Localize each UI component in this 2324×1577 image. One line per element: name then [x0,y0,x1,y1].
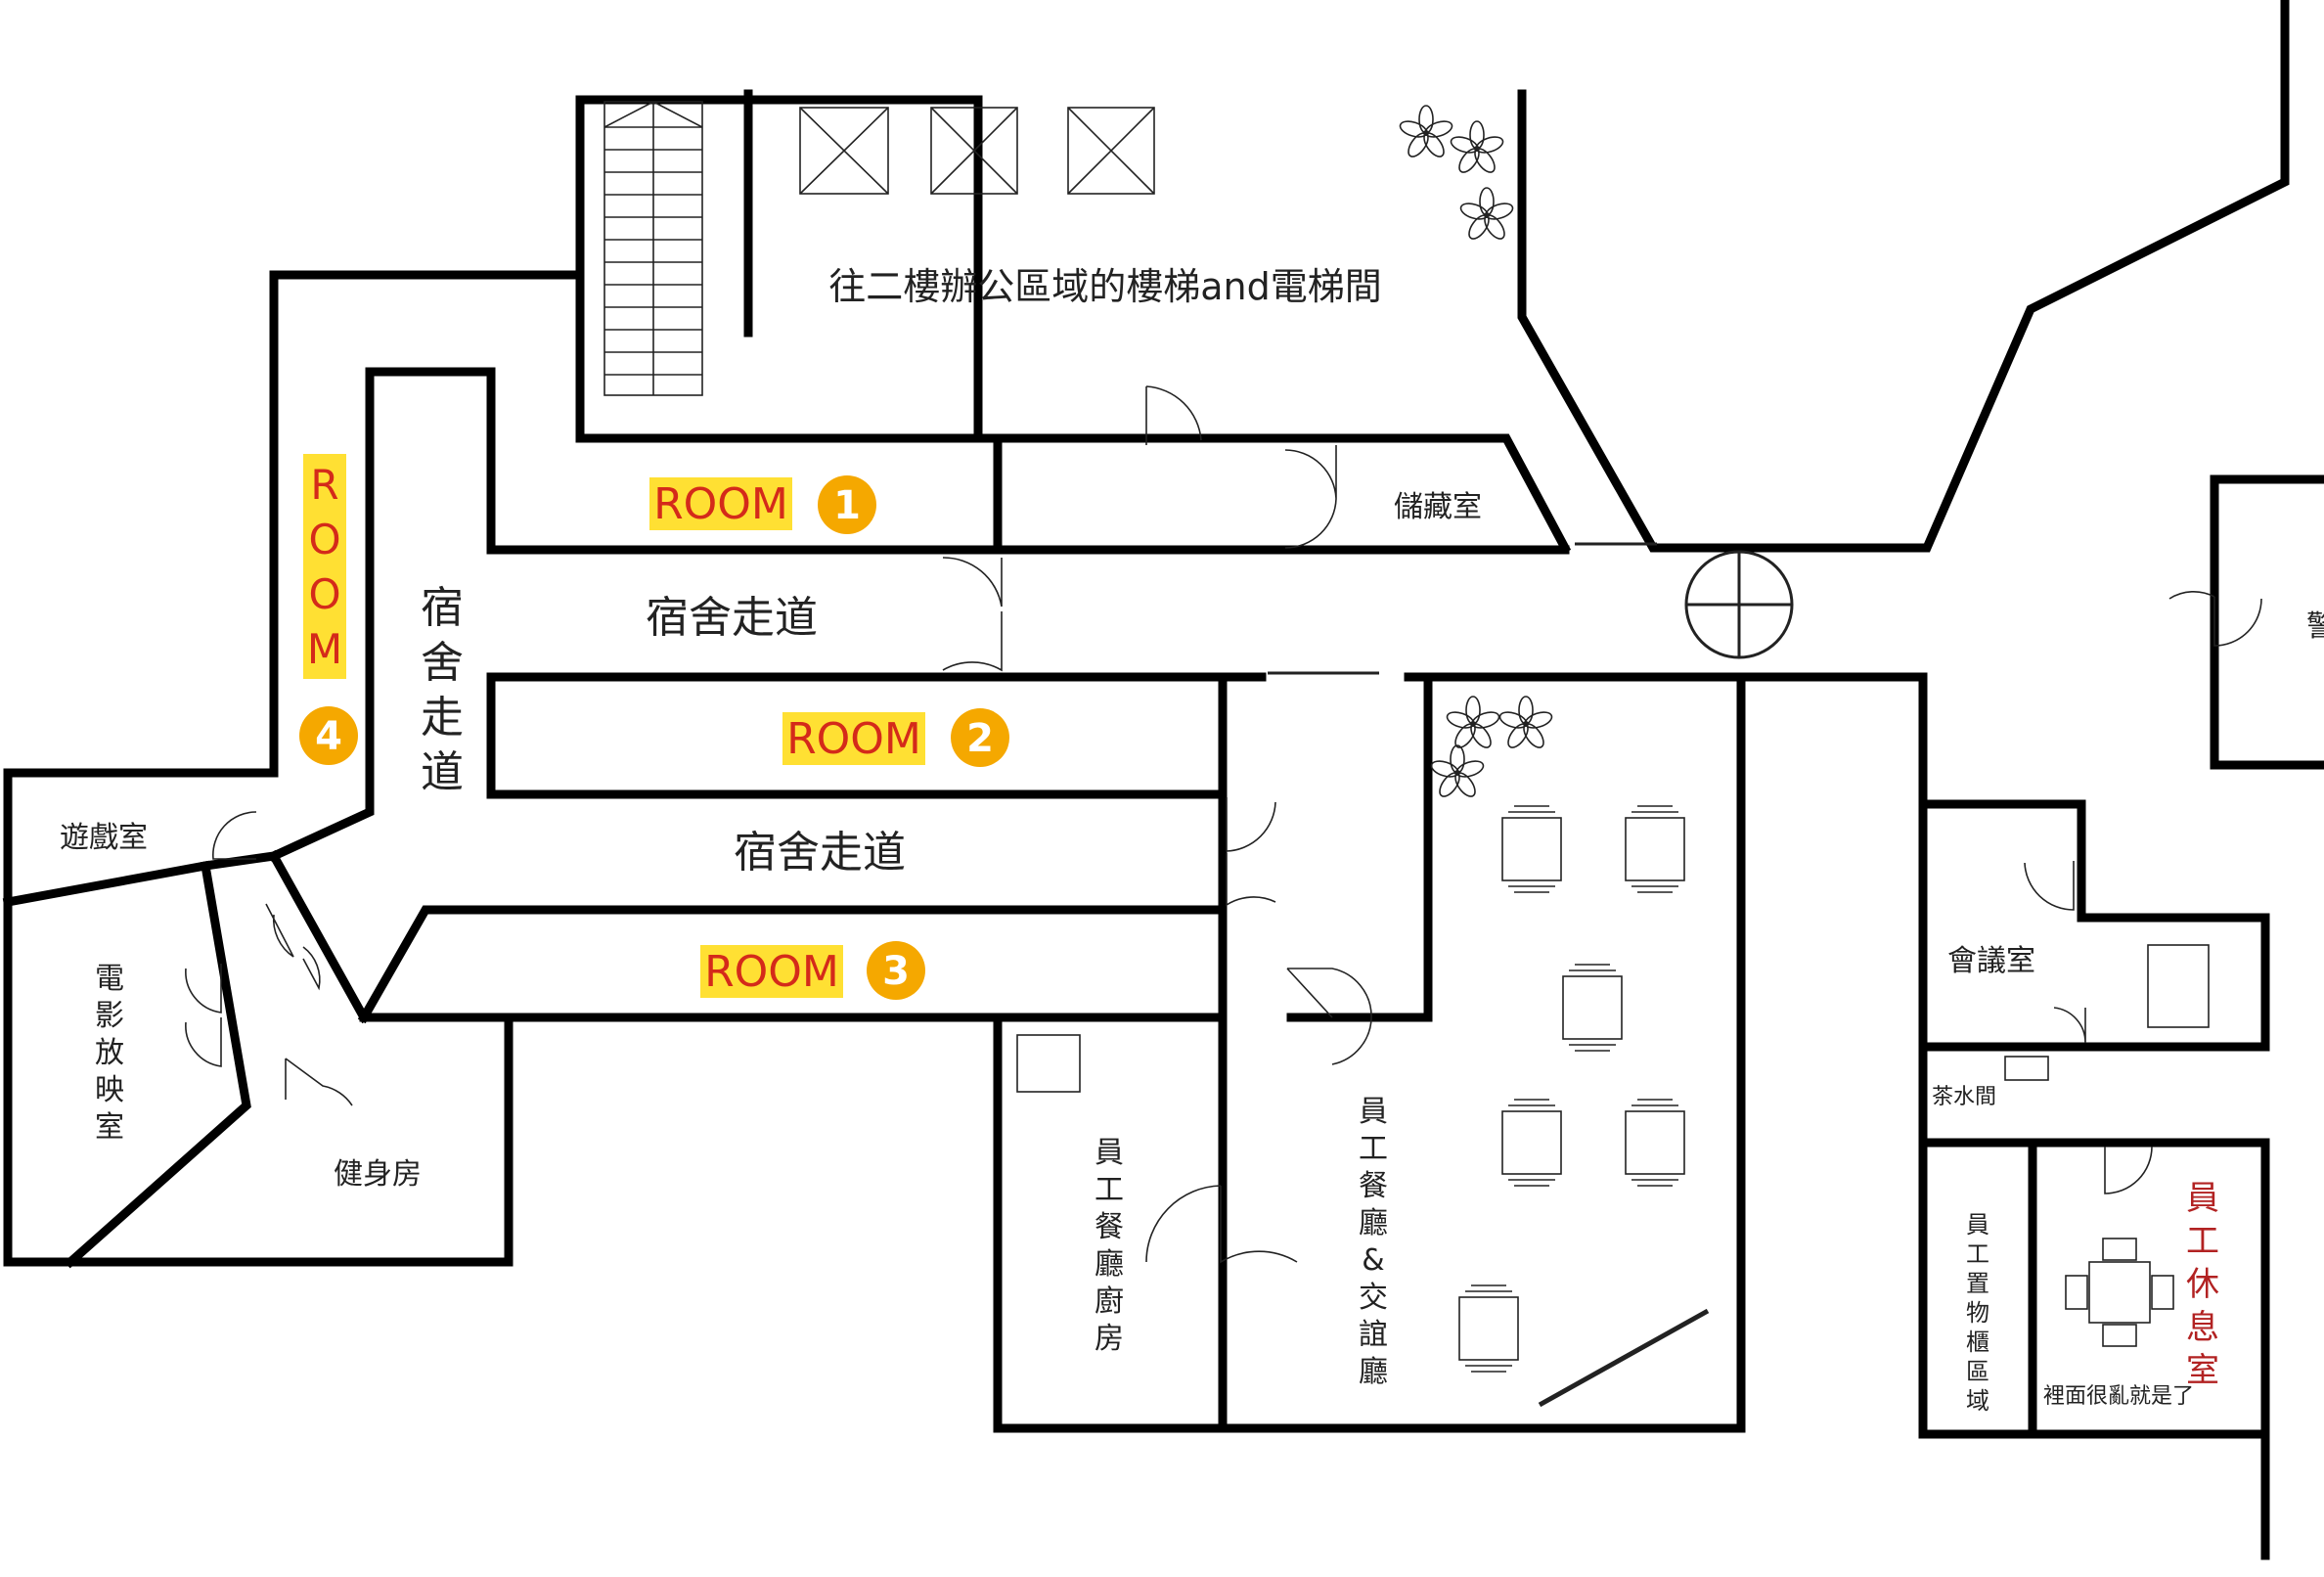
lounge-walls [1918,1138,2270,1560]
room4-outer-wall [269,270,585,778]
stairs-icon [603,101,703,396]
door-icon [285,1058,353,1106]
counter-icon [1538,1308,1710,1408]
cinema-wall [64,860,251,1269]
appliance-icon [1016,1034,1081,1093]
room1-top-wall [575,433,1572,555]
corridor-label: 宿舍走道 [646,593,818,643]
table-icon [1501,1099,1562,1187]
dining-furniture [1016,805,2210,1408]
plant-icon [1444,696,1502,752]
meeting-table-icon [2147,944,2210,1028]
room-3-number: 3 [882,949,910,994]
kitchen-label: 員工餐廳廚房 [1095,1136,1124,1356]
plants [1397,105,1555,801]
room-3-marker: ROOM 3 [700,941,925,1000]
door-icon [1286,968,1372,1065]
door-icon [1145,385,1202,445]
table-icon [1458,1284,1519,1373]
pantry-label: 茶水間 [1932,1085,1996,1109]
revolving-door-icon[interactable] [1684,550,1794,659]
plant-icon [1457,187,1516,244]
locker-area-label: 員工置物櫃區域 [1966,1211,1989,1415]
kitchen-walls [993,672,1228,1433]
room-2-marker: ROOM 2 [782,708,1009,767]
door-icon [265,903,321,991]
table-icon [1625,805,1685,893]
table-icon [1501,805,1562,893]
meeting-room-walls [1918,799,2270,1052]
lounge-table-icon [2065,1238,2174,1347]
pantry-counter-icon [2004,1056,2049,1081]
room-1-marker: ROOM 1 [649,475,876,534]
dining-lounge-label: 員工餐廳&交誼廳 [1359,1095,1388,1389]
plant-icon [1497,696,1555,752]
door-icon [942,557,1003,672]
plant-icon [1428,744,1487,801]
room-2-label: ROOM [786,714,921,764]
doors[interactable] [185,385,2262,1264]
plant-icon [1397,105,1455,161]
room-3-label: ROOM [704,947,839,997]
door-icon [2104,1146,2153,1194]
police-room-partial-label: 警 [2306,609,2324,644]
door-icon [1226,797,1276,907]
gym-corner-wall [267,849,371,1024]
room-2-badge [951,708,1009,767]
door-icon [2024,861,2075,911]
door-icon [1284,445,1337,549]
east-outer-wall [1517,0,2290,553]
room-4-badge [299,706,358,765]
room-3-badge [867,941,925,1000]
storage-label: 儲藏室 [1394,490,1482,524]
door-icon [212,811,257,860]
game-room-wall [2,850,280,908]
labels: 往二樓辦公區域的樓梯and電梯間 儲藏室 宿舍走道 宿舍走道 遊戲室 健身房 會… [60,265,2324,1415]
lounge-label: 員工休息室 [2186,1179,2219,1390]
table-icon [1625,1099,1685,1187]
cinema-label: 電影放映室 [95,962,124,1145]
plant-icon [1448,120,1506,177]
room-1-label: ROOM [653,479,788,529]
door-icon [1145,1185,1298,1264]
table-icon [1562,964,1623,1052]
dining-walls [1218,672,1746,1433]
door-icon [185,964,222,1067]
room4-inner-wall [268,367,1003,862]
corridor-vertical-label: 宿舍走道 [421,583,464,797]
room-1-number: 1 [833,483,861,528]
room-1-badge [818,475,876,534]
gym-label: 健身房 [334,1157,422,1192]
door-icon [2168,590,2262,647]
door-icon [2053,1007,2086,1044]
meeting-room-label: 會議室 [1947,944,2035,978]
elevator-box-icon [1067,107,1155,195]
lounge-note-label: 裡面很亂就是了 [2043,1384,2194,1409]
room-2-number: 2 [966,716,994,761]
elevator-box-icon [799,107,889,195]
elevator-shafts [799,107,1155,195]
room-4-number: 4 [315,714,342,759]
corridor-label: 宿舍走道 [734,828,906,878]
game-room-label: 遊戲室 [60,821,148,855]
elevator-box-icon [930,107,1018,195]
stairs-elevator-label: 往二樓辦公區域的樓梯and電梯間 [828,265,1382,308]
dining-west-wall [1286,672,1433,1022]
stair-hall-walls [575,95,983,443]
